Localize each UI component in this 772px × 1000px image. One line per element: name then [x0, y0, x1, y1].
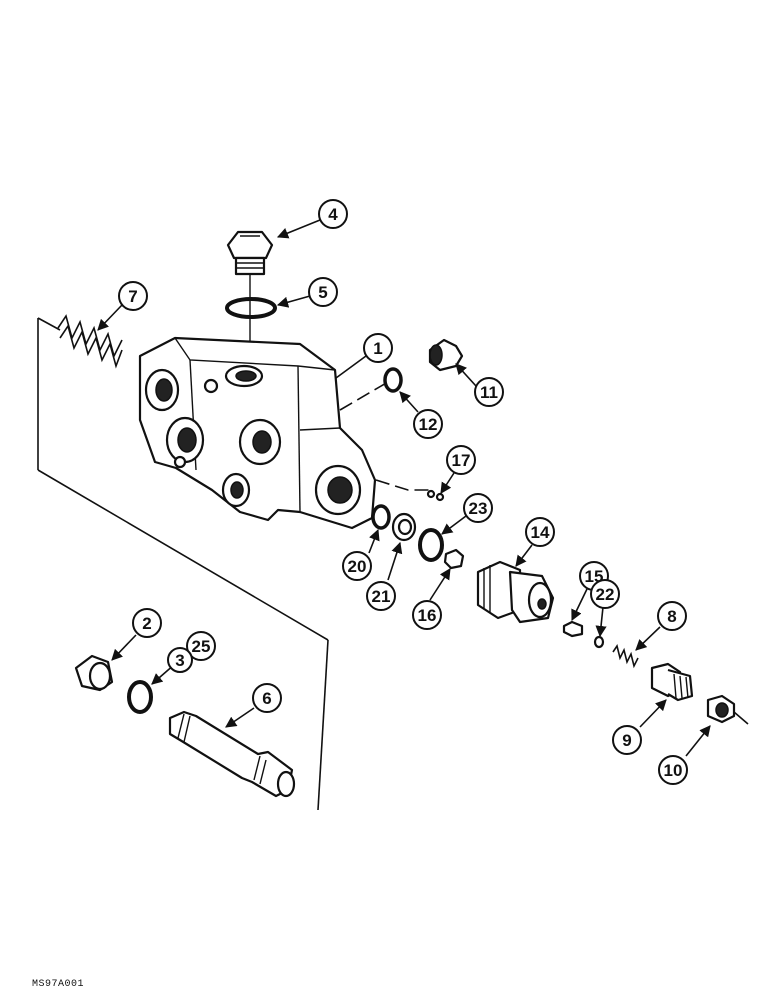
callout-1: 1: [363, 333, 393, 363]
callout-label: 2: [142, 614, 151, 633]
callout-5: 5: [308, 277, 338, 307]
reference-plane: [37, 317, 329, 811]
callout-label: 10: [664, 761, 683, 780]
cartridge-part-14: [476, 560, 555, 624]
callout-17: 17: [446, 445, 476, 475]
spring-part-7: [57, 314, 123, 369]
nut-part-10: [706, 694, 749, 725]
callout-23: 23: [463, 493, 493, 523]
callout-7: 7: [118, 281, 148, 311]
callout-3: 3: [167, 647, 193, 673]
callout-9: 9: [612, 725, 642, 755]
callout-11: 11: [474, 377, 504, 407]
ring-part-22: [593, 635, 605, 649]
callout-label: 4: [328, 205, 338, 224]
screw-part-9: [650, 662, 694, 702]
callout-14: 14: [525, 517, 555, 547]
callout-label: 7: [128, 287, 137, 306]
callout-label: 12: [419, 415, 438, 434]
callout-label: 8: [667, 607, 676, 626]
plug-part-11: [428, 338, 464, 372]
pin-part-16: [443, 548, 465, 570]
washer-part-21: [391, 512, 417, 542]
callout-label: 16: [418, 606, 437, 625]
callout-label: 9: [622, 731, 631, 750]
spring-part-8: [612, 644, 639, 669]
callout-16: 16: [412, 600, 442, 630]
poppet-part-15: [562, 620, 584, 638]
leader-lines: [97, 219, 711, 757]
callout-10: 10: [658, 755, 688, 785]
callout-label: 1: [373, 339, 382, 358]
callout-label: 21: [372, 587, 391, 606]
callout-21: 21: [366, 581, 396, 611]
o-ring-part-5: [225, 297, 277, 319]
valve-body-part-1: [138, 336, 377, 530]
spool-part-6: [168, 710, 296, 798]
callout-label: 3: [175, 651, 184, 670]
callout-25: 25: [186, 631, 216, 661]
callout-2: 2: [132, 608, 162, 638]
callout-label: 5: [318, 283, 327, 302]
callout-label: 11: [480, 383, 498, 402]
callout-20: 20: [342, 551, 372, 581]
o-ring-part-12: [383, 367, 403, 393]
figure-code: MS97A001: [32, 979, 85, 990]
callout-label: 22: [596, 585, 615, 604]
callout-label: 14: [531, 523, 550, 542]
callout-4: 4: [318, 199, 348, 229]
o-ring-part-20: [371, 504, 391, 530]
callout-12: 12: [413, 409, 443, 439]
callout-label: 20: [348, 557, 367, 576]
callout-8: 8: [657, 601, 687, 631]
callout-label: 17: [452, 451, 471, 470]
ball-part-17: [426, 489, 445, 502]
callout-label: 23: [469, 499, 488, 518]
callout-22: 22: [590, 579, 620, 609]
callout-label: 6: [262, 689, 271, 708]
o-ring-part-3: [127, 680, 153, 714]
plug-part-2: [74, 654, 114, 692]
callout-label: 25: [192, 637, 211, 656]
o-ring-part-23: [418, 528, 444, 562]
callout-6: 6: [252, 683, 282, 713]
